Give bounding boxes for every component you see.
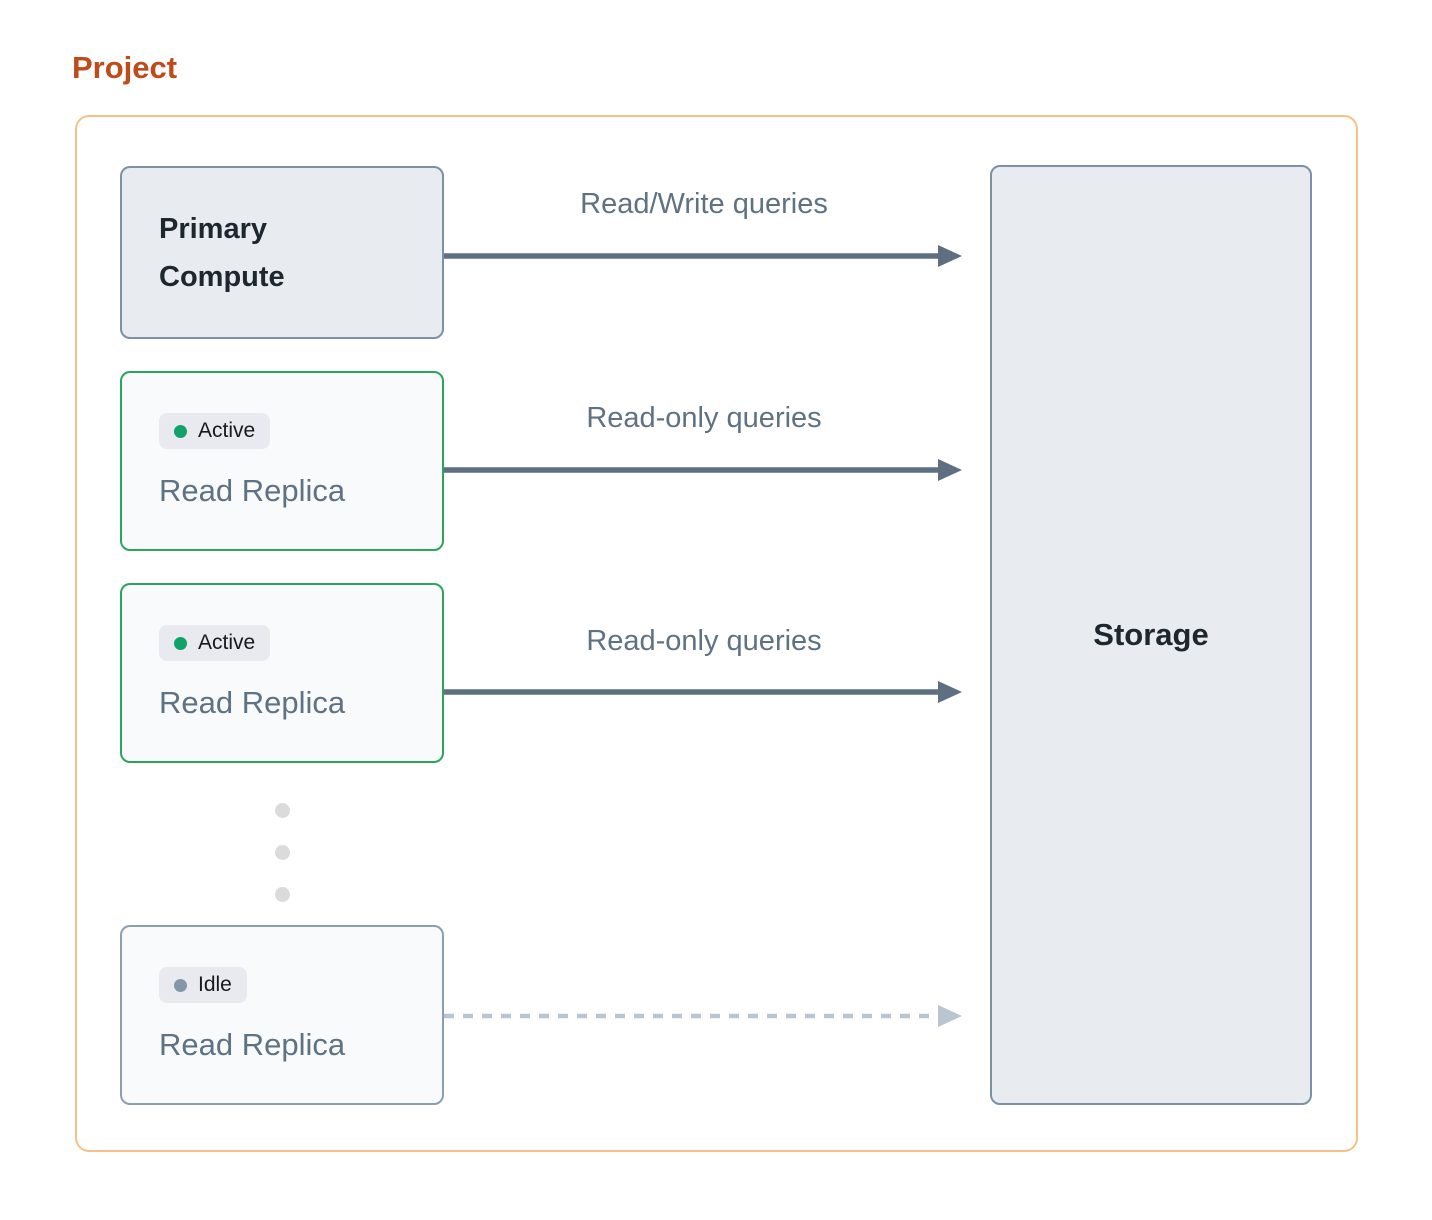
read-write-arrow — [444, 245, 962, 267]
status-badge: Idle — [159, 967, 247, 1003]
arrowhead-icon — [938, 681, 962, 703]
active-status-dot-icon — [174, 424, 187, 438]
read-replica-node-1: Active Read Replica — [120, 371, 444, 551]
ellipsis-dot-icon — [275, 803, 290, 818]
arrowhead-icon — [938, 1005, 962, 1027]
read-replica-label: Read Replica — [159, 473, 346, 508]
read-replica-node-idle: Idle Read Replica — [120, 925, 444, 1105]
arrowhead-icon — [938, 245, 962, 267]
arrow-label-read-only-1: Read-only queries — [586, 402, 822, 434]
read-replica-node-2: Active Read Replica — [120, 583, 444, 763]
status-badge-label: Idle — [198, 973, 232, 996]
primary-compute-label: Primary Compute — [159, 212, 285, 293]
arrowhead-icon — [938, 459, 962, 481]
read-replica-content: Idle Read Replica — [122, 927, 442, 1063]
project-container: Primary Compute Active Read Replica Acti… — [75, 115, 1358, 1152]
status-badge: Active — [159, 625, 271, 661]
ellipsis-dot-icon — [275, 845, 290, 860]
status-badge-label: Active — [198, 631, 256, 654]
read-replica-label: Read Replica — [159, 685, 346, 720]
read-only-arrow-1 — [444, 459, 962, 481]
storage-label: Storage — [1093, 617, 1209, 652]
status-badge-label: Active — [198, 419, 256, 442]
read-replica-content: Active Read Replica — [122, 373, 442, 509]
primary-compute-node: Primary Compute — [120, 166, 444, 339]
read-replica-label: Read Replica — [159, 1027, 346, 1062]
active-status-dot-icon — [174, 636, 187, 650]
arrow-label-read-only-2: Read-only queries — [586, 625, 822, 657]
ellipsis-dot-icon — [275, 887, 290, 902]
idle-status-dot-icon — [174, 978, 187, 992]
storage-node: Storage — [990, 165, 1312, 1105]
read-only-arrow-2 — [444, 681, 962, 703]
page-title: Project — [72, 50, 178, 85]
arrow-label-read-write: Read/Write queries — [580, 188, 828, 220]
idle-dashed-arrow — [444, 1005, 962, 1027]
read-replica-content: Active Read Replica — [122, 585, 442, 721]
status-badge: Active — [159, 413, 271, 449]
